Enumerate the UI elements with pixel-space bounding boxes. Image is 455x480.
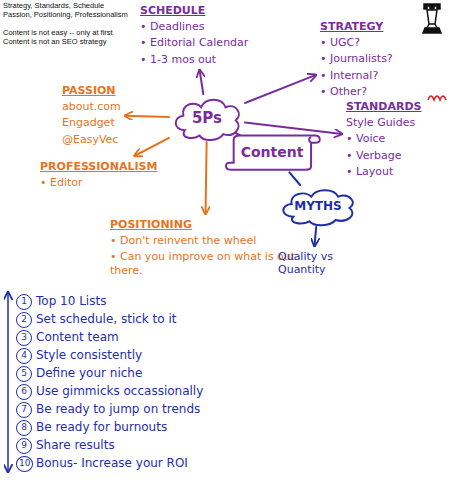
chess-icon [423, 4, 441, 33]
callout-number: 10 [16, 456, 33, 472]
list-item: Style consistently [36, 348, 142, 362]
node-heading: Content [241, 144, 304, 161]
node-item: • Voice [346, 132, 421, 145]
node-item: Style Guides [346, 116, 421, 129]
callout-number: 7 [16, 402, 32, 418]
node-heading: STANDARDS [346, 100, 421, 113]
node-heading: SCHEDULE [140, 4, 248, 17]
topic-cloud: 5Ps [170, 95, 244, 141]
list-item: Share results [36, 438, 115, 452]
strategy-group: STRATEGY • UGC? • Journalists? • Internal? •… [320, 20, 393, 98]
list-item: Be ready for burnouts [36, 420, 167, 434]
list-item: Use gimmicks occassionally [36, 384, 203, 398]
note-text: Strategy, Standards, Schedule [3, 1, 104, 10]
node-heading: Quality vs Quantity [278, 250, 348, 276]
node-heading: POSITIONING [110, 218, 300, 231]
node-heading: STRATEGY [320, 20, 393, 33]
callout-number: 5 [16, 366, 32, 382]
callout-number: 4 [16, 348, 32, 364]
node-item: • UGC? [320, 36, 393, 49]
list-item: Top 10 Lists [36, 294, 106, 308]
node-item: • Deadlines [140, 20, 248, 33]
node-item: • Verbage [346, 149, 421, 162]
node-item: • Layout [346, 165, 421, 178]
node-heading: PASSION [62, 84, 121, 97]
node-item: • Don't reinvent the wheel [110, 234, 300, 247]
range-arrow [7, 292, 9, 472]
node-item: • Journalists? [320, 52, 393, 65]
list-item: Define your niche [36, 366, 142, 380]
connector [289, 172, 300, 185]
myth-note: Quality vs Quantity [278, 250, 348, 276]
connector [206, 142, 207, 214]
callout-number: 1 [16, 294, 32, 310]
node-item: • 1-3 mos out [140, 53, 248, 66]
callout-number: 2 [16, 312, 32, 328]
content-scroll: Content [224, 133, 321, 172]
professionalism-group: PROFESSIONALISM • Editor [40, 160, 157, 189]
standards-group: STANDARDS Style Guides • Voice • Verbage • L… [346, 100, 421, 178]
node-item: • Can you improve on what is out there. [110, 250, 300, 276]
connector [134, 138, 169, 156]
list-item: Bonus- Increase your ROI [36, 456, 188, 470]
passion-group: PASSION about.comEngadget @EasyVec [62, 84, 121, 146]
node-item: Engadget [62, 116, 121, 129]
callout-number: 9 [16, 438, 32, 454]
positioning-group: POSITIONING • Don't reinvent the wheel • C… [110, 218, 300, 277]
callout-number: 3 [16, 330, 32, 346]
node-heading: 5Ps [192, 109, 222, 127]
node-item: @EasyVec [62, 133, 121, 146]
schedule-group: SCHEDULE • Deadlines • Editorial Calendar •… [140, 4, 248, 66]
node-heading: PROFESSIONALISM [40, 160, 157, 173]
node-item: • Editor [40, 176, 157, 189]
node-item: • Editorial Calendar [140, 36, 248, 49]
callout-number: 6 [16, 384, 32, 400]
node-item: • Other? [320, 85, 393, 98]
scribble [428, 96, 446, 100]
myths-cloud: MYTHS [277, 186, 359, 226]
node-item: about.com [62, 100, 121, 113]
connector [125, 116, 169, 117]
node-heading: MYTHS [294, 199, 342, 213]
note-text: Content is not an SEO strategy [3, 37, 106, 46]
connector [245, 75, 316, 103]
list-item: Be ready to jump on trends [36, 402, 200, 416]
note-text: Content is not easy -- only at first [3, 28, 113, 37]
connector [245, 123, 342, 135]
list-item: Set schedule, stick to it [36, 312, 176, 326]
note-text: Passion, Positioning, Professionalism [3, 10, 128, 19]
connector [200, 70, 204, 94]
connector [315, 227, 317, 246]
node-item: • Internal? [320, 69, 393, 82]
callout-number: 8 [16, 420, 32, 436]
list-item: Content team [36, 330, 119, 344]
